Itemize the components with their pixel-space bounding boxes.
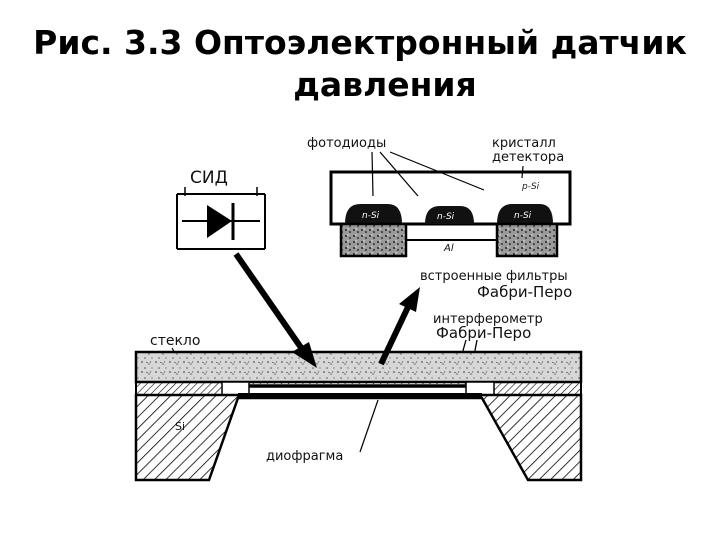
reflected-light-arrow — [378, 287, 420, 366]
incident-light-arrow — [233, 252, 317, 368]
si-label: Si — [175, 420, 185, 433]
glass-layer — [134, 350, 583, 384]
diode-icon — [207, 205, 232, 238]
diaphragm — [238, 393, 482, 398]
filters-label-2: Фабри-Перо — [477, 283, 572, 301]
led-label: СИД — [190, 168, 228, 188]
interferometer-label-2: Фабри-Перо — [436, 324, 531, 342]
interferometer-label-1: интерферометр — [433, 312, 543, 327]
p-si-label: p-Si — [521, 182, 540, 192]
n-si-label-1: n-Si — [362, 211, 380, 221]
title-line-1: Рис. 3.3 Оптоэлектронный датчик — [33, 23, 687, 62]
led-emitter: СИД — [176, 168, 266, 250]
crystal-label-1: кристалл — [492, 136, 556, 151]
silicon-body — [134, 393, 583, 482]
fabry-perot-filter-1 — [339, 222, 408, 258]
title-line-2: давления — [293, 65, 477, 104]
filters-label-1: встроенные фильтры — [420, 269, 568, 284]
photodiodes-label: фотодиоды — [307, 136, 386, 151]
crystal-label-2: детектора — [492, 150, 564, 165]
fabry-perot-filter-2 — [495, 222, 559, 258]
n-si-label-2: n-Si — [437, 212, 455, 222]
diaphragm-label: диофрагма — [266, 449, 343, 464]
glass-label: стекло — [150, 333, 200, 349]
al-label: Al — [443, 243, 454, 254]
n-si-label-3: n-Si — [514, 211, 532, 221]
slide-title: Рис. 3.3 Оптоэлектронный датчик давления — [0, 22, 720, 106]
detector-crystal: фотодиоды кристалл детектора p-Si n-Si n… — [307, 136, 572, 258]
